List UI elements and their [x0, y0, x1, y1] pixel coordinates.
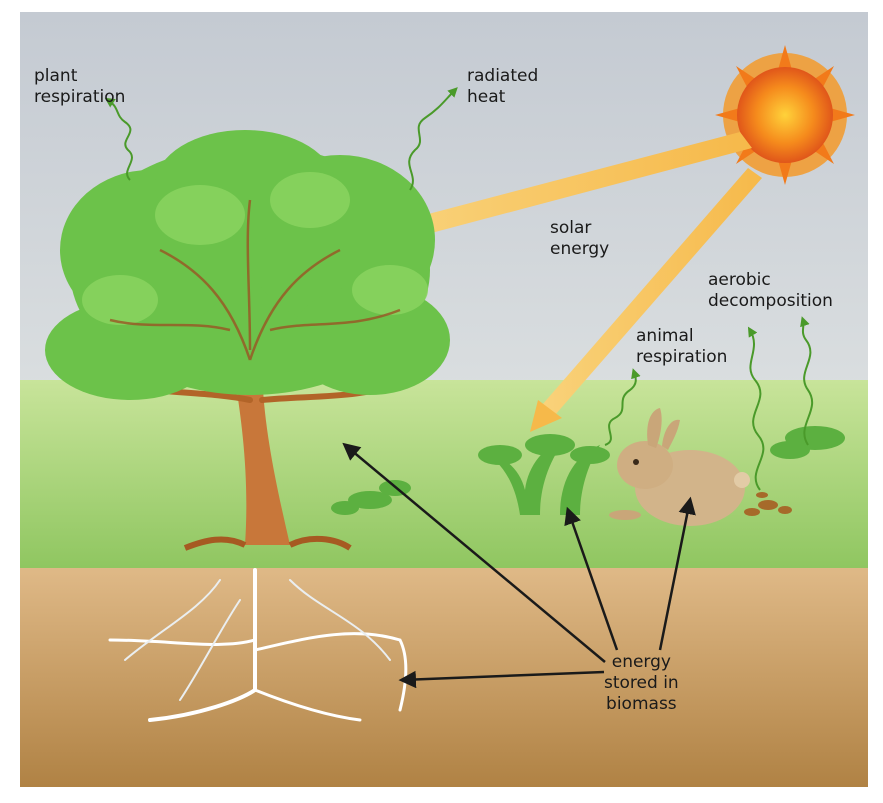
label-solar-energy: solar energy [550, 218, 609, 260]
label-animal-respiration: animal respiration [636, 326, 727, 368]
label-plant-respiration: plant respiration [34, 66, 125, 108]
label-aerobic-decomposition: aerobic decomposition [708, 270, 833, 312]
sun-icon [715, 45, 855, 185]
label-radiated-heat: radiated heat [467, 66, 538, 108]
label-energy-stored-in-biomass: energy stored in biomass [604, 652, 679, 715]
